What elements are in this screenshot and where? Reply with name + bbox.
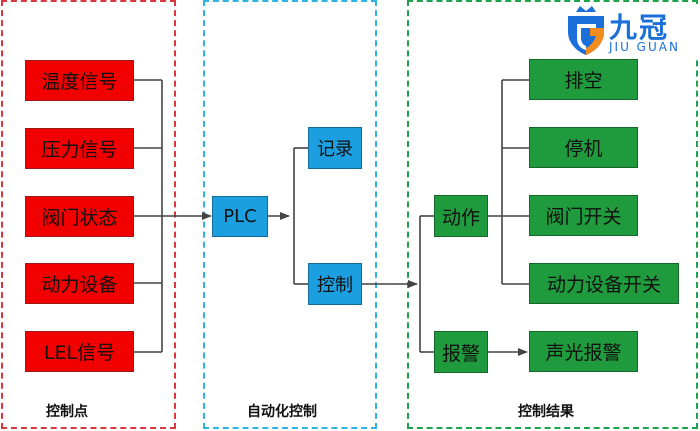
node-valve-state: 阀门状态 xyxy=(25,196,134,237)
node-alarm: 报警 xyxy=(434,331,488,373)
group-control-points xyxy=(1,0,176,429)
brand-name-en: JIU GUAN xyxy=(609,40,680,54)
node-temperature-signal: 温度信号 xyxy=(25,60,134,101)
node-lel-signal: LEL信号 xyxy=(25,331,134,372)
node-power-equipment-switch: 动力设备开关 xyxy=(529,263,679,304)
node-record: 记录 xyxy=(308,127,362,169)
node-sound-light-alarm: 声光报警 xyxy=(529,331,638,372)
node-exhaust: 排空 xyxy=(529,59,638,100)
brand-name-cn: 九冠 xyxy=(609,11,670,44)
node-valve-switch: 阀门开关 xyxy=(529,195,638,236)
node-action: 动作 xyxy=(434,195,488,237)
group-label-automation-control: 自动化控制 xyxy=(247,404,317,420)
node-shutdown: 停机 xyxy=(529,127,638,168)
brand-logo: 九冠 JIU GUAN xyxy=(562,4,698,58)
node-control: 控制 xyxy=(308,263,362,305)
group-label-control-points: 控制点 xyxy=(46,404,88,420)
group-control-results xyxy=(407,0,698,429)
shield-crown-g-icon xyxy=(568,6,604,55)
node-plc: PLC xyxy=(212,196,268,237)
node-pressure-signal: 压力信号 xyxy=(25,128,134,169)
group-label-control-results: 控制结果 xyxy=(518,404,574,420)
node-power-equipment: 动力设备 xyxy=(25,263,134,304)
